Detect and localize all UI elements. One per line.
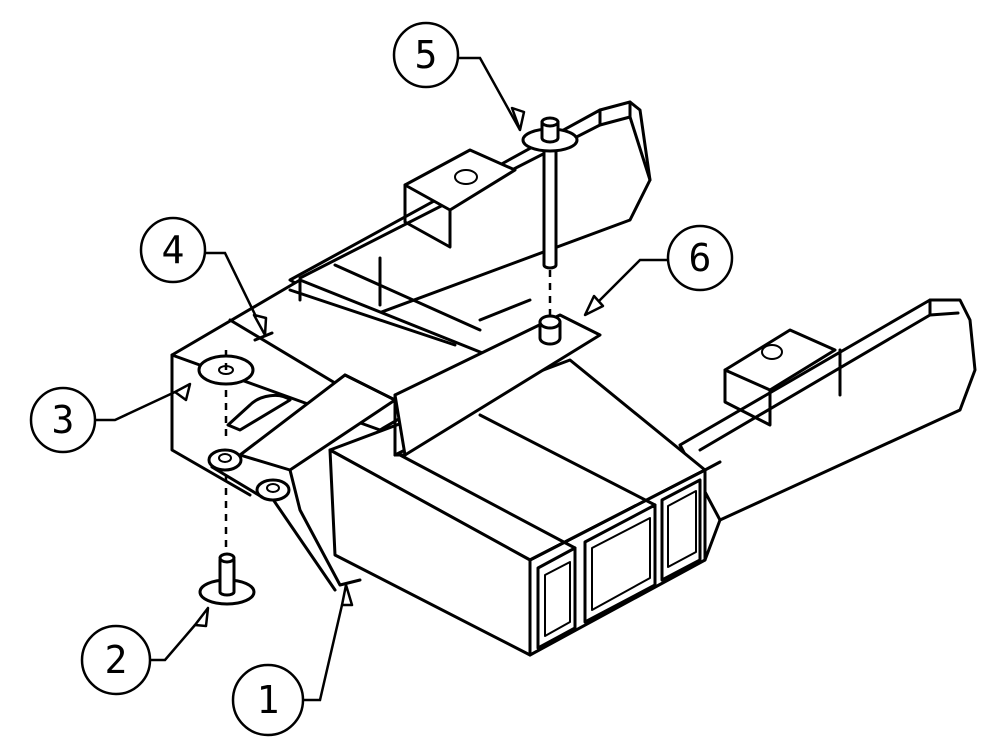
callout-label-3: 3 xyxy=(52,398,75,442)
callout-2: 2 xyxy=(80,606,210,696)
clamp-bolts xyxy=(207,448,291,502)
callout-6: 6 xyxy=(583,224,734,317)
flat-plate xyxy=(393,298,602,457)
callout-label-1: 1 xyxy=(257,678,280,722)
callout-1: 1 xyxy=(231,583,354,737)
main-box-beam xyxy=(328,358,722,657)
pin-part-5 xyxy=(521,116,579,270)
callout-label-2: 2 xyxy=(105,638,128,682)
callout-3: 3 xyxy=(29,382,192,454)
far-side-rail xyxy=(288,100,652,322)
center-lines xyxy=(224,270,552,550)
u-bracket xyxy=(226,373,407,592)
callout-4: 4 xyxy=(139,216,268,337)
spacer-part-6 xyxy=(538,314,562,346)
callout-label-6: 6 xyxy=(689,236,712,280)
callout-5: 5 xyxy=(392,21,526,132)
callout-label-4: 4 xyxy=(162,228,185,272)
near-side-rail xyxy=(678,298,977,522)
pin-part-2 xyxy=(198,552,256,606)
callout-label-5: 5 xyxy=(415,33,438,77)
marker-part-4 xyxy=(253,331,274,342)
